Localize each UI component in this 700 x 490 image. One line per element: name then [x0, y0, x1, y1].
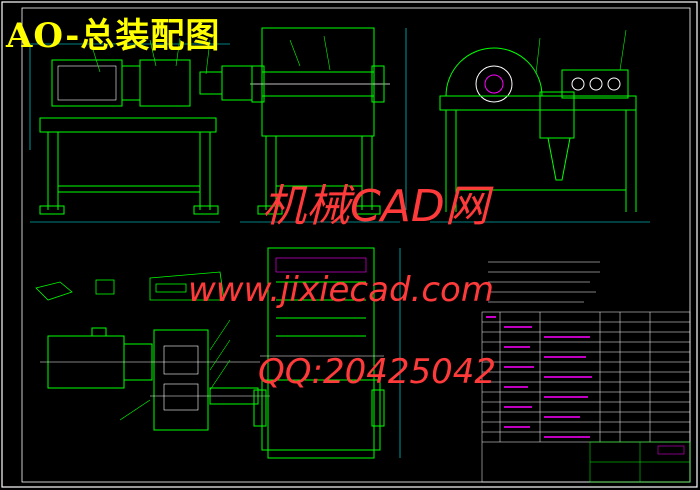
watermark-qq: QQ:20425042	[258, 352, 497, 392]
bearing-block	[221, 65, 253, 101]
part-leaders	[89, 29, 627, 421]
front-view	[29, 43, 253, 223]
frame-top	[39, 117, 217, 133]
motor-body	[51, 59, 123, 107]
motor-flange	[121, 65, 141, 101]
coupling	[199, 71, 223, 95]
watermark-site-name: 机械CAD网	[262, 181, 489, 232]
drawing-title: AO-总装配图	[6, 16, 221, 56]
technical-notes	[488, 261, 600, 303]
parts-list-text	[486, 316, 592, 438]
reducer	[139, 59, 191, 107]
conveyor-view	[253, 247, 401, 459]
sheet-inner-border	[21, 7, 691, 483]
end-view	[430, 47, 650, 223]
side-frame-view	[240, 27, 407, 223]
plan-view	[40, 327, 270, 431]
watermark-url: www.jixiecad.com	[188, 270, 494, 310]
parts-list	[481, 311, 691, 483]
section-details	[35, 271, 225, 301]
